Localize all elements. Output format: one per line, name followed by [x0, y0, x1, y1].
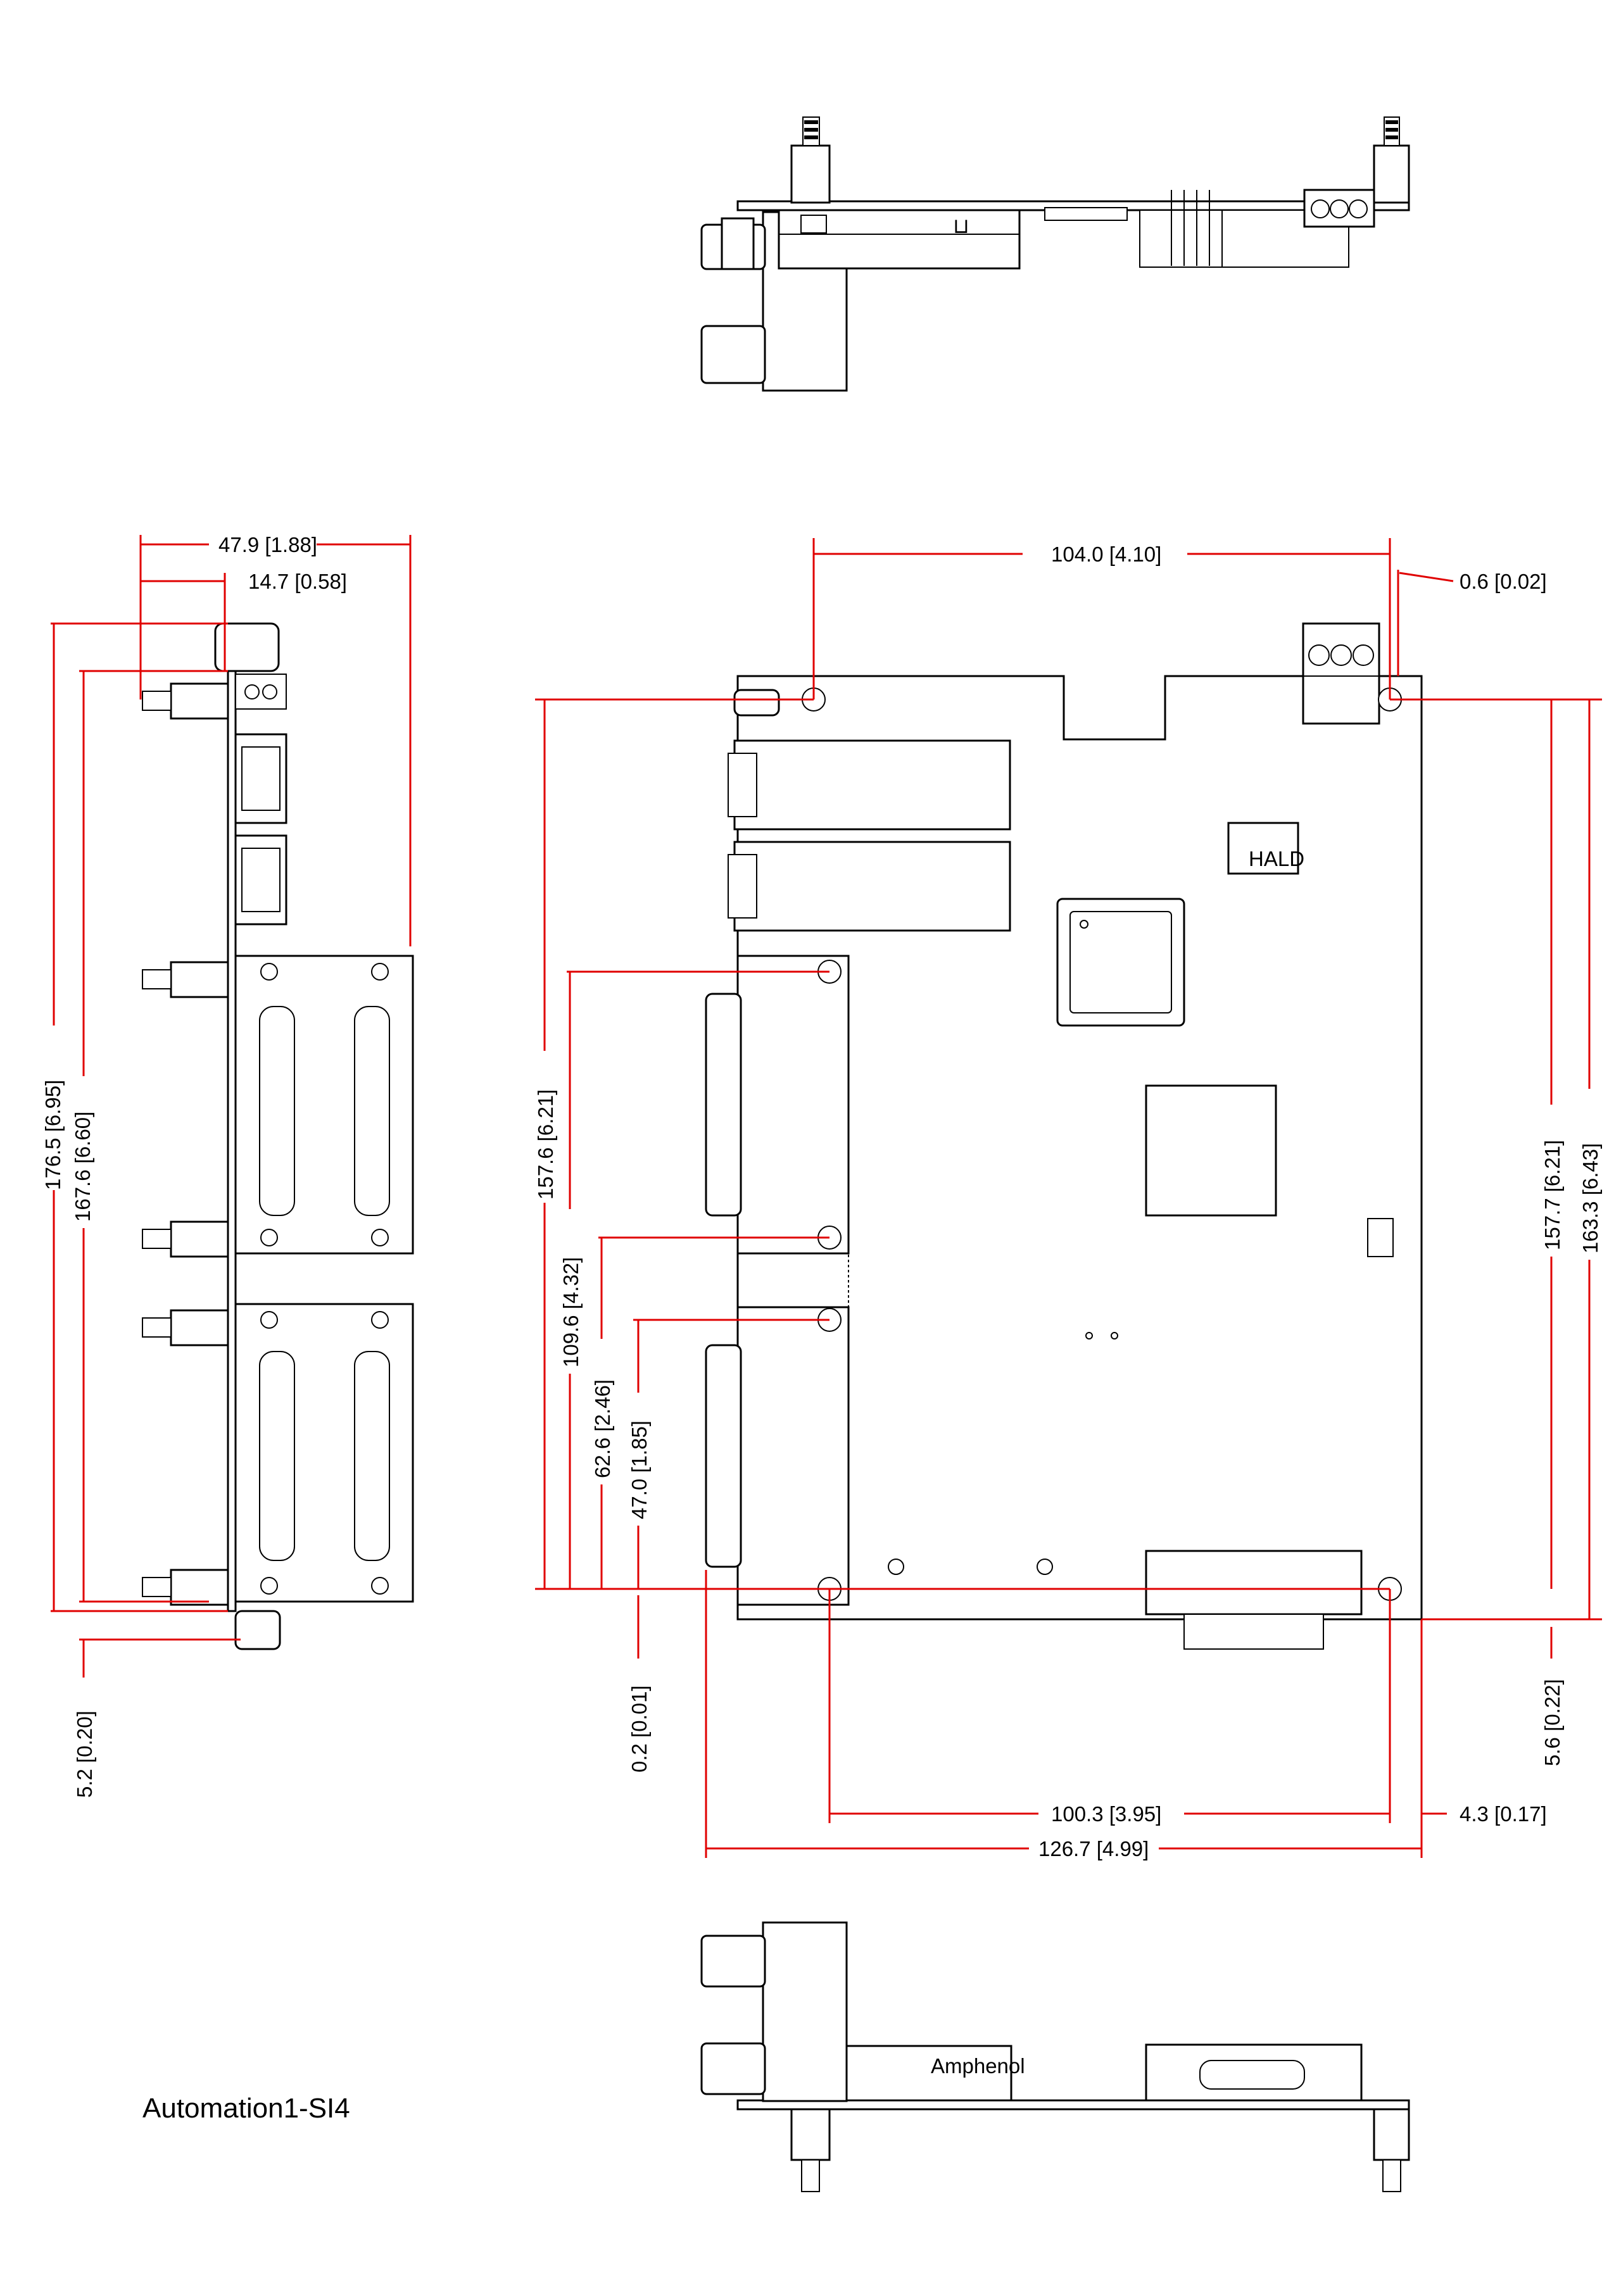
dim-5-2: 5.2 [0.20]	[73, 1710, 96, 1798]
dim-62-6: 62.6 [2.46]	[591, 1379, 614, 1478]
dim-104-0: 104.0 [4.10]	[1051, 543, 1161, 566]
left-standoff-3	[170, 1220, 229, 1258]
top-standoff-right	[1373, 144, 1410, 204]
dim-167-6: 167.6 [6.60]	[71, 1112, 94, 1222]
top-dsub-pin-block	[721, 217, 755, 270]
left-standoff-2	[170, 961, 229, 998]
bottom-edge-view: Amphenol	[700, 1921, 1410, 2192]
small-ic	[1227, 822, 1299, 875]
left-top-connector	[214, 622, 280, 672]
top-dsub-shell-lower	[700, 325, 766, 384]
dim-47-0: 47.0 [1.85]	[628, 1421, 651, 1519]
dim-109-6: 109.6 [4.32]	[559, 1257, 583, 1367]
sfp-cage-1	[733, 739, 1011, 831]
chip-mark-label: HALD	[1249, 847, 1304, 870]
top-component-a	[1044, 207, 1128, 221]
dsub-connector-2	[736, 1306, 850, 1606]
left-board-edge	[227, 670, 237, 1612]
large-ic	[1145, 1084, 1277, 1217]
dsub-connector-1	[736, 955, 850, 1255]
top-edge-view: ⊔	[700, 116, 1410, 392]
dim-157-7: 157.7 [6.21]	[1541, 1140, 1564, 1250]
bottom-standoff-left	[790, 2108, 831, 2161]
dim-4-3: 4.3 [0.17]	[1460, 1802, 1547, 1826]
dim-100-3: 100.3 [3.95]	[1051, 1802, 1161, 1826]
left-standoff-4	[170, 1309, 229, 1346]
left-standoff-1	[170, 682, 229, 720]
bottom-amphenol-housing	[845, 2045, 1012, 2102]
amphenol-label: Amphenol	[931, 2054, 1025, 2078]
left-bottom-connector	[234, 1610, 281, 1650]
bottom-connector	[1145, 1550, 1363, 1615]
dim-157-6: 157.6 [6.21]	[534, 1089, 557, 1200]
dim-14-7: 14.7 [0.58]	[248, 570, 347, 593]
top-standoff-left	[790, 144, 831, 204]
top-sfp-cage	[778, 209, 1021, 270]
dim-0-6: 0.6 [0.02]	[1460, 570, 1547, 593]
dim-176-5: 176.5 [6.95]	[41, 1080, 65, 1190]
drawing-title: Automation1-SI4	[142, 2093, 350, 2124]
top-component-b	[1139, 210, 1223, 268]
dim-5-6: 5.6 [0.22]	[1541, 1679, 1564, 1766]
dim-0-2: 0.2 [0.01]	[628, 1685, 651, 1772]
dimension-lines	[51, 535, 1602, 1858]
left-side-view	[142, 622, 414, 1650]
dimension-labels: 47.9 [1.88] 14.7 [0.58] 176.5 [6.95] 167…	[41, 533, 1602, 1860]
sfp-cage-2	[733, 841, 1011, 932]
dim-126-7: 126.7 [4.99]	[1038, 1837, 1149, 1860]
bottom-standoff-right	[1373, 2108, 1410, 2161]
side-connector	[1367, 1218, 1394, 1257]
left-standoff-5	[170, 1569, 229, 1606]
main-terminal-block	[1302, 622, 1380, 725]
bottom-dsub-body	[762, 1921, 848, 2102]
bottom-board-edge	[736, 2099, 1410, 2111]
top-sfp-latch	[800, 215, 827, 234]
main-board-view: HALD	[705, 622, 1423, 1650]
svg-text:⊔: ⊔	[953, 214, 969, 237]
dim-47-9: 47.9 [1.88]	[218, 533, 317, 556]
led-indicator	[733, 689, 780, 717]
dim-163-3: 163.3 [6.43]	[1579, 1143, 1602, 1253]
